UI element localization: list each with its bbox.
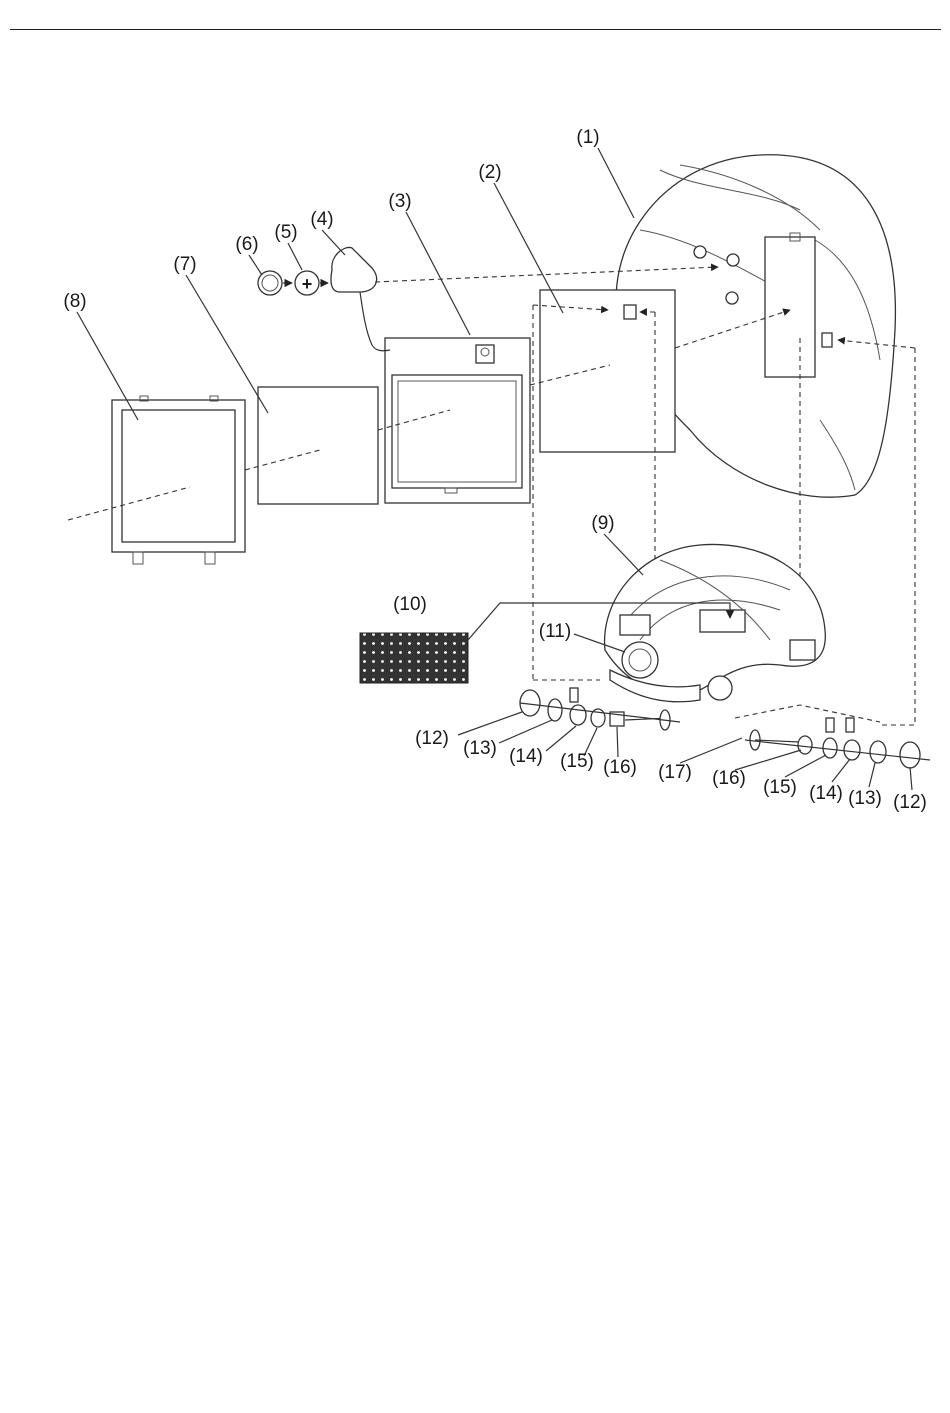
callout-15-right: (15) [763,777,797,798]
sensor-cap [331,247,390,350]
callout-12-right: (12) [893,792,927,813]
callout-7: (7) [173,254,196,275]
battery: + [295,271,319,295]
callout-15-left: (15) [560,751,594,772]
callout-16-right: (16) [712,768,746,789]
callout-8: (8) [63,291,86,312]
sweatband [360,633,468,683]
filter-cartridge [385,338,530,503]
callout-14-right: (14) [809,783,843,804]
callout-4: (4) [310,209,333,230]
ratchet-knob [622,642,658,678]
callout-3: (3) [388,191,411,212]
callout-16-left: (16) [603,757,637,778]
callout-17: (17) [658,762,692,783]
battery-plus-symbol: + [302,274,313,294]
callout-5: (5) [274,222,297,243]
callout-2: (2) [478,162,501,183]
callout-6: (6) [235,234,258,255]
callout-1: (1) [576,127,599,148]
callout-11: (11) [539,621,571,642]
lens-clip [624,305,636,319]
callout-14-left: (14) [509,746,543,767]
callout-13-right: (13) [848,788,882,809]
lens-holder-frame [112,396,245,564]
inner-cover-lens [258,387,378,504]
callout-12-left: (12) [415,728,449,749]
callout-10: (10) [393,594,427,615]
callout-9: (9) [591,513,614,534]
callout-13-left: (13) [463,738,497,759]
